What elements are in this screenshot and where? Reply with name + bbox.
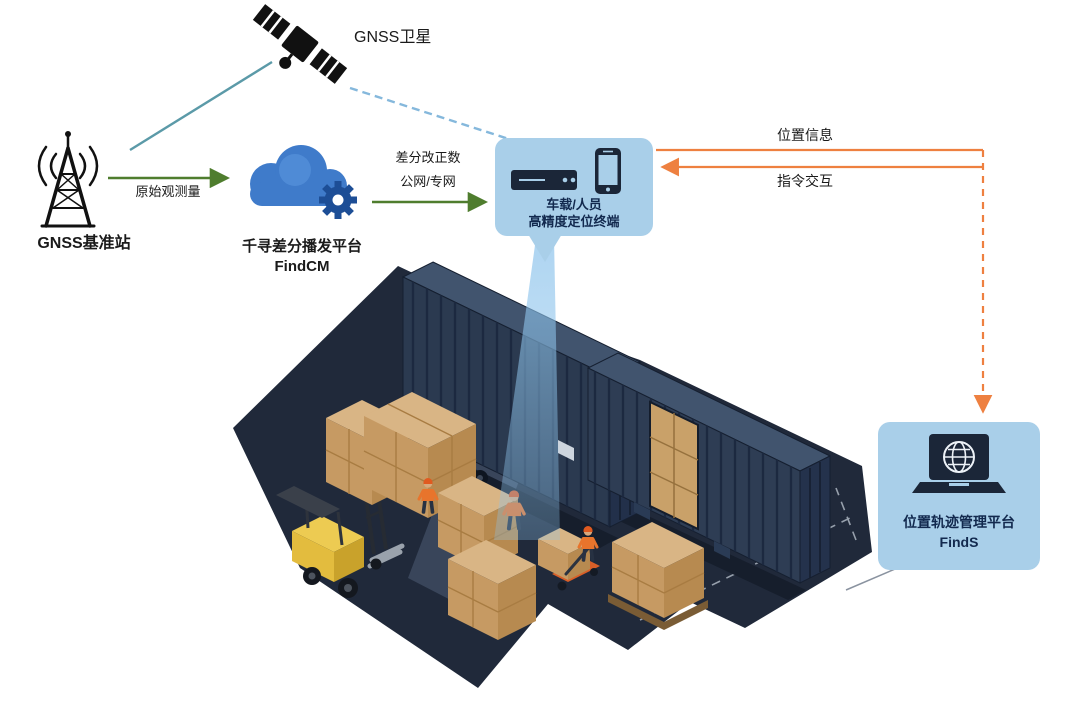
gnss-satellite-icon: [248, 0, 360, 95]
crate-stacks: [325, 392, 708, 640]
platform-label-product: FindS: [939, 534, 979, 550]
position-info-label: 位置信息: [777, 127, 833, 143]
cloud-platform-label: 千寻差分播发平台: [241, 238, 362, 255]
warehouse-scene-illustration: [233, 234, 872, 688]
cloud-gear-icon: [233, 130, 373, 232]
terminal-label-line2: 高精度定位终端: [528, 214, 620, 229]
satellite-to-terminal-dashed-link: [349, 86, 513, 142]
shipping-container-front: [586, 352, 832, 584]
position-info-arrow: [656, 148, 993, 414]
terminal-node-panel: 车载/人员 高精度定位终端: [495, 138, 653, 236]
satellite-label: GNSS卫星: [354, 29, 432, 46]
radio-tower-icon: [16, 126, 136, 236]
satellite-to-base-link: [129, 60, 273, 152]
command-interaction-label: 指令交互: [777, 173, 833, 189]
raw-observation-label: 原始观测量: [135, 184, 201, 199]
gear-icon: [319, 181, 357, 219]
base-station-label: GNSS基准站: [37, 235, 131, 252]
laptop-globe-icon: [912, 434, 1006, 493]
positioning-beam: [494, 238, 560, 540]
platform-label-name: 位置轨迹管理平台: [903, 514, 1015, 530]
correction-data-label: 差分改正数: [395, 150, 461, 165]
cloud-product-label: FindCM: [274, 258, 330, 275]
smartphone-icon: [595, 148, 621, 194]
terminal-label-line1: 车载/人员: [546, 197, 602, 212]
forklift: [276, 464, 405, 598]
platform-node-panel: 位置轨迹管理平台 FindS: [878, 422, 1040, 570]
network-type-label: 公网/专网: [400, 174, 456, 189]
scene-to-platform-leader-line: [845, 565, 903, 591]
receiver-box-icon: [511, 170, 577, 190]
